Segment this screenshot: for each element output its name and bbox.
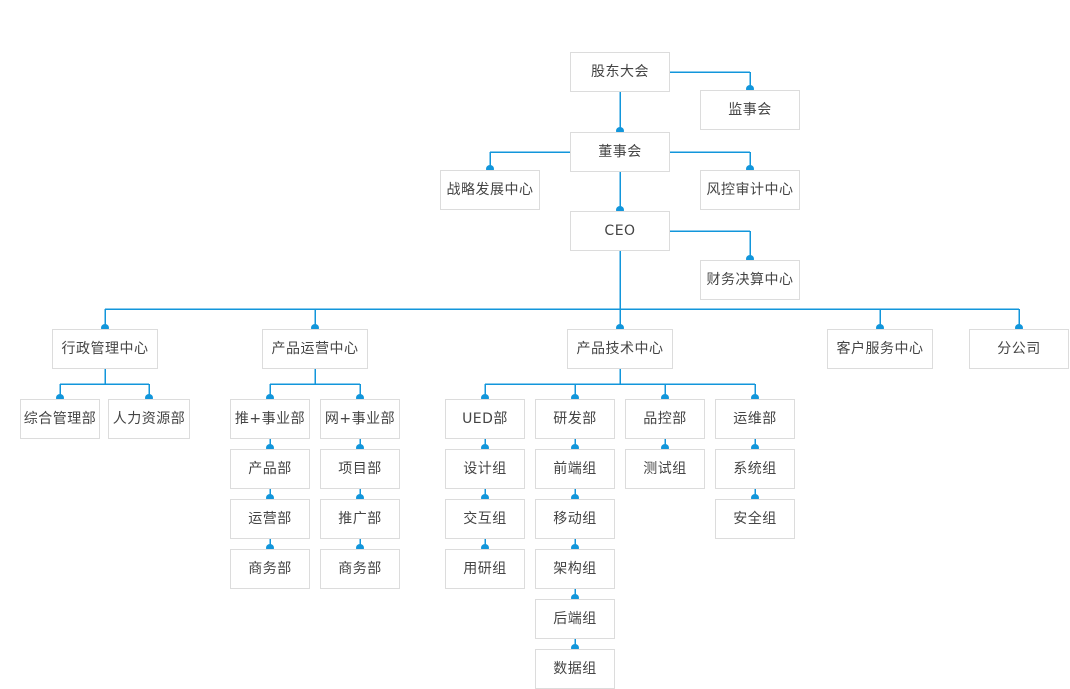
org-node-label: 分公司 (997, 341, 1041, 357)
org-node-n17[interactable]: 产品部 (230, 449, 310, 489)
org-node-n29[interactable]: 测试组 (625, 449, 705, 489)
org-node-n15[interactable]: 推+事业部 (230, 399, 310, 439)
org-node-n35[interactable]: 架构组 (535, 549, 615, 589)
org-node-label: 网+事业部 (324, 411, 396, 427)
org-node-n32[interactable]: 移动组 (535, 499, 615, 539)
org-node-label: 用研组 (463, 561, 507, 577)
org-node-n24[interactable]: 研发部 (535, 399, 615, 439)
org-node-n30[interactable]: 系统组 (715, 449, 795, 489)
org-node-n5[interactable]: 风控审计中心 (700, 170, 800, 210)
org-node-label: 研发部 (553, 411, 597, 427)
org-node-label: 安全组 (733, 511, 777, 527)
org-node-label: 系统组 (733, 461, 777, 477)
org-node-n31[interactable]: 交互组 (445, 499, 525, 539)
org-node-label: 风控审计中心 (706, 182, 794, 198)
org-node-n13[interactable]: 综合管理部 (20, 399, 100, 439)
org-node-label: 股东大会 (591, 64, 649, 80)
org-node-label: 测试组 (643, 461, 687, 477)
org-node-n33[interactable]: 安全组 (715, 499, 795, 539)
org-node-label: 运营部 (248, 511, 292, 527)
org-node-label: UED部 (462, 411, 508, 427)
org-node-n20[interactable]: 推广部 (320, 499, 400, 539)
org-node-n19[interactable]: 运营部 (230, 499, 310, 539)
org-node-n10[interactable]: 产品技术中心 (567, 329, 673, 369)
org-node-n9[interactable]: 产品运营中心 (262, 329, 368, 369)
org-node-label: 行政管理中心 (61, 341, 149, 357)
org-node-label: 运维部 (733, 411, 777, 427)
org-node-label: 产品部 (248, 461, 292, 477)
org-node-n6[interactable]: CEO (570, 211, 670, 251)
org-node-label: 交互组 (463, 511, 507, 527)
org-node-label: 董事会 (598, 144, 642, 160)
org-node-n28[interactable]: 前端组 (535, 449, 615, 489)
org-node-n25[interactable]: 品控部 (625, 399, 705, 439)
org-node-n7[interactable]: 财务决算中心 (700, 260, 800, 300)
org-node-label: 推+事业部 (234, 411, 306, 427)
org-node-label: 综合管理部 (23, 411, 97, 427)
org-node-label: 后端组 (553, 611, 597, 627)
org-node-n11[interactable]: 客户服务中心 (827, 329, 933, 369)
org-node-n1[interactable]: 股东大会 (570, 52, 670, 92)
org-node-n21[interactable]: 商务部 (230, 549, 310, 589)
org-node-n2[interactable]: 监事会 (700, 90, 800, 130)
org-node-label: 项目部 (338, 461, 382, 477)
org-node-n34[interactable]: 用研组 (445, 549, 525, 589)
org-node-label: 数据组 (553, 661, 597, 677)
org-node-n3[interactable]: 董事会 (570, 132, 670, 172)
org-node-label: 客户服务中心 (836, 341, 924, 357)
org-node-label: 设计组 (463, 461, 507, 477)
org-node-label: 人力资源部 (112, 411, 186, 427)
org-node-label: 架构组 (553, 561, 597, 577)
org-node-n36[interactable]: 后端组 (535, 599, 615, 639)
org-node-n14[interactable]: 人力资源部 (108, 399, 190, 439)
org-node-label: 推广部 (338, 511, 382, 527)
org-node-label: 监事会 (728, 102, 772, 118)
org-node-label: 前端组 (553, 461, 597, 477)
org-node-label: 产品运营中心 (271, 341, 359, 357)
org-node-n12[interactable]: 分公司 (969, 329, 1069, 369)
org-node-n37[interactable]: 数据组 (535, 649, 615, 689)
org-node-label: 战略发展中心 (446, 182, 534, 198)
org-node-label: CEO (604, 223, 636, 239)
org-node-label: 财务决算中心 (706, 272, 794, 288)
org-node-label: 商务部 (338, 561, 382, 577)
org-node-n8[interactable]: 行政管理中心 (52, 329, 158, 369)
org-node-n23[interactable]: UED部 (445, 399, 525, 439)
org-node-label: 移动组 (553, 511, 597, 527)
org-node-n27[interactable]: 设计组 (445, 449, 525, 489)
org-node-label: 产品技术中心 (576, 341, 664, 357)
org-node-n18[interactable]: 项目部 (320, 449, 400, 489)
org-node-label: 品控部 (643, 411, 687, 427)
org-node-n4[interactable]: 战略发展中心 (440, 170, 540, 210)
org-node-n16[interactable]: 网+事业部 (320, 399, 400, 439)
org-node-n26[interactable]: 运维部 (715, 399, 795, 439)
org-node-n22[interactable]: 商务部 (320, 549, 400, 589)
org-node-label: 商务部 (248, 561, 292, 577)
